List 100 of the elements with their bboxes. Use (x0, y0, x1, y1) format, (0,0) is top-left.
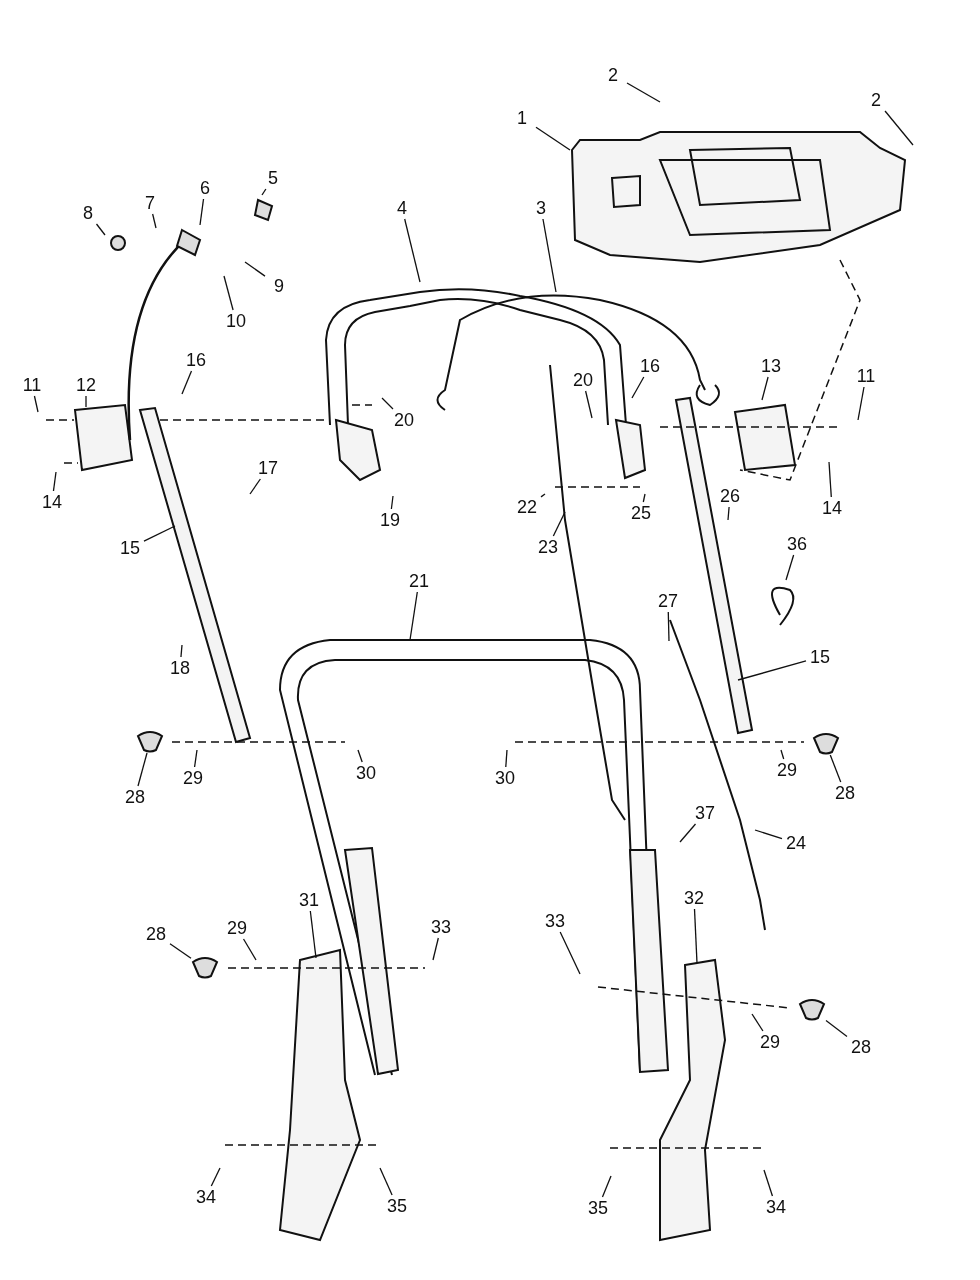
leader-line (552, 511, 566, 537)
leader-line (693, 908, 698, 964)
leader-line (727, 506, 730, 521)
leader-line (95, 223, 106, 236)
leader-line (642, 493, 646, 503)
leader-line (244, 261, 266, 277)
leader-line (737, 660, 807, 681)
leader-line (667, 611, 670, 642)
leader-line (535, 126, 571, 151)
callout-number: 11 (19, 375, 45, 395)
leader-line (85, 395, 87, 408)
callout-number: 18 (167, 658, 193, 678)
leader-line (379, 1167, 393, 1196)
leader-line (542, 218, 557, 293)
callout-number: 16 (637, 356, 663, 376)
leader-line (181, 370, 193, 395)
callout-number: 24 (783, 833, 809, 853)
callout-number: 2 (863, 90, 889, 110)
leader-line (210, 1167, 221, 1187)
leader-line (761, 376, 769, 401)
callout-number: 15 (807, 647, 833, 667)
leader-line (828, 461, 832, 498)
leader-line (601, 1175, 612, 1198)
wing-knob-drawing (137, 732, 163, 752)
callout-number: 29 (774, 760, 800, 780)
callout-number: 28 (122, 787, 148, 807)
callout-number: 3 (528, 198, 554, 218)
leader-line (825, 1019, 848, 1038)
wing-knob-drawing (192, 958, 218, 978)
leader-line (505, 749, 508, 768)
callout-number: 13 (758, 356, 784, 376)
leader-line (679, 823, 697, 843)
callout-number: 34 (763, 1197, 789, 1217)
callout-number: 31 (296, 890, 322, 910)
callout-number: 2 (600, 65, 626, 85)
callout-number: 25 (628, 503, 654, 523)
callout-number: 20 (391, 410, 417, 430)
callout-number: 17 (255, 458, 281, 478)
callout-number: 27 (655, 591, 681, 611)
leader-line (143, 525, 176, 542)
leader-line (309, 910, 317, 959)
callout-number: 32 (681, 888, 707, 908)
leader-line (409, 591, 418, 641)
callout-number: 33 (542, 911, 568, 931)
leader-line (559, 931, 581, 975)
callout-number: 29 (180, 768, 206, 788)
callout-number: 29 (224, 918, 250, 938)
leader-line (180, 644, 183, 658)
leader-line (261, 188, 267, 196)
callout-number: 16 (183, 350, 209, 370)
callout-number: 22 (514, 497, 540, 517)
leader-line (169, 943, 192, 959)
callout-number: 26 (717, 486, 743, 506)
callout-number: 8 (75, 203, 101, 223)
callout-number: 28 (143, 924, 169, 944)
callout-number: 7 (137, 193, 163, 213)
callout-number: 15 (117, 538, 143, 558)
callout-number: 14 (819, 498, 845, 518)
callout-number: 11 (853, 366, 879, 386)
leader-line (52, 471, 57, 492)
callout-number: 37 (692, 803, 718, 823)
leader-line (193, 749, 198, 768)
leader-line (780, 749, 785, 760)
callout-number: 20 (570, 370, 596, 390)
leader-line (884, 110, 914, 146)
leader-line (152, 213, 157, 229)
leader-line (432, 937, 439, 961)
leader-line (540, 493, 546, 498)
leader-line (751, 1013, 764, 1032)
leader-line (223, 275, 234, 311)
leader-line (33, 395, 39, 413)
callout-number: 12 (73, 375, 99, 395)
callout-number: 14 (39, 492, 65, 512)
callout-number: 30 (353, 763, 379, 783)
callout-number: 36 (784, 534, 810, 554)
callout-number: 28 (832, 783, 858, 803)
leader-line (404, 218, 421, 283)
callout-number: 19 (377, 510, 403, 530)
callout-number: 10 (223, 311, 249, 331)
callout-number: 34 (193, 1187, 219, 1207)
callout-number: 4 (389, 198, 415, 218)
callout-number: 33 (428, 917, 454, 937)
callout-number: 35 (585, 1198, 611, 1218)
leader-line (857, 386, 865, 421)
leader-line (242, 938, 257, 961)
leader-line (357, 749, 363, 763)
callout-number: 28 (848, 1037, 874, 1057)
callout-number: 29 (757, 1032, 783, 1052)
callout-number: 1 (509, 108, 535, 128)
callout-number: 5 (260, 168, 286, 188)
wing-knob-drawing (799, 1000, 825, 1020)
leader-line (381, 397, 394, 410)
callout-number: 23 (535, 537, 561, 557)
leader-line (631, 376, 645, 399)
leader-line (390, 495, 394, 510)
leader-line (249, 478, 262, 495)
callout-number: 35 (384, 1196, 410, 1216)
callout-number: 30 (492, 768, 518, 788)
leader-line (829, 754, 842, 783)
leader-line (626, 82, 661, 103)
